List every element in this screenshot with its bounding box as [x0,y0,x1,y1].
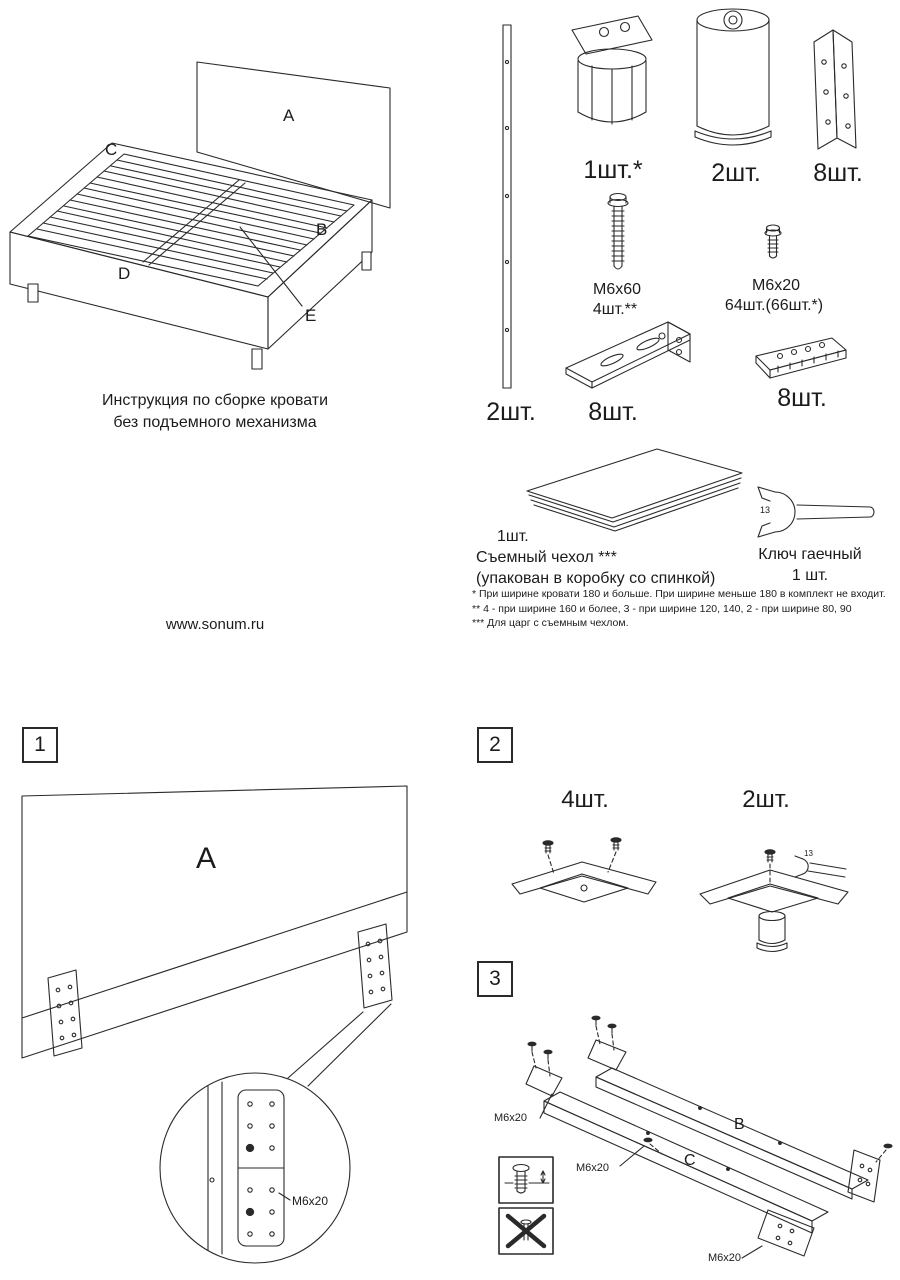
step3-number-box: 3 [477,961,513,997]
bolt-short-size: М6х20 [751,277,801,294]
part-bolt-m6x60-drawing [607,192,629,270]
bed-label-e: E [305,306,317,325]
step2-drawing [511,837,849,953]
bed-overview-drawing [9,61,391,370]
bolt-short-qty: 64шт.(66шт.*) [724,297,824,314]
step2-number: 2 [489,733,501,756]
part-leg-drawing [694,8,772,146]
step1-number: 1 [34,733,46,756]
angle-bracket-qty: 8шт. [813,159,863,187]
step1-panel-label: A [196,842,217,875]
part-angle-bracket-drawing [813,29,857,150]
step3-bolt-label-3: М6х20 [708,1252,742,1264]
step2-number-box: 2 [477,727,513,763]
wrench-size-marking: 13 [760,505,771,515]
step3-bolt-label-2: М6х20 [576,1162,610,1174]
cover-qty: 1шт. [497,528,529,545]
part-side-rail-drawing [502,24,512,389]
bed-label-a: A [283,106,295,125]
footnote-2: ** 4 - при ширине 160 и более, 3 - при ш… [472,603,852,615]
slat-holder-qty: 8шт. [777,384,827,412]
step2-wrench-size: 13 [804,849,813,858]
step2-left-qty: 4шт. [561,786,609,813]
step3-rail-c-label: C [684,1152,696,1169]
part-bolt-m6x20-drawing [764,224,782,259]
wrench-qty: 1 шт. [791,567,829,584]
website-url: www.sonum.ru [165,616,265,633]
side-rail-qty: 2шт. [486,398,536,426]
step3-drawing [498,1015,893,1259]
step2-right-qty: 2шт. [742,786,790,813]
caption-line-2: без подъемного механизма [113,414,317,431]
footnote-3: *** Для царг с съемным чехлом. [472,617,629,629]
step3-bolt-label-1: М6х20 [494,1112,528,1124]
headboard-bracket-qty: 1шт.* [583,156,643,184]
part-wrench-drawing [757,486,875,538]
part-cover-drawing [526,448,743,532]
cover-note: (упакован в коробку со спинкой) [476,570,716,587]
bolt-long-size: М6х60 [592,281,642,298]
part-slat-holder-drawing [755,337,847,379]
wrench-name: Ключ гаечный [758,546,862,563]
corner-bracket-qty: 8шт. [588,398,638,426]
footnote-1: * При ширине кровати 180 и больше. При ш… [472,588,886,600]
step1-drawing [21,785,408,1264]
leg-qty: 2шт. [711,159,761,187]
step3-number: 3 [489,967,501,990]
bed-label-d: D [118,264,131,283]
part-corner-bracket-drawing [565,321,691,389]
cover-name: Съемный чехол *** [476,549,617,566]
bed-label-b: B [316,220,328,239]
part-headboard-bracket-drawing [571,15,653,125]
step1-bolt-label: М6х20 [292,1194,329,1208]
step3-rail-b-label: B [734,1116,745,1133]
bed-label-c: C [105,140,118,159]
bolt-long-qty: 4шт.** [592,301,638,318]
step1-number-box: 1 [22,727,58,763]
caption-line-1: Инструкция по сборке кровати [101,392,328,409]
